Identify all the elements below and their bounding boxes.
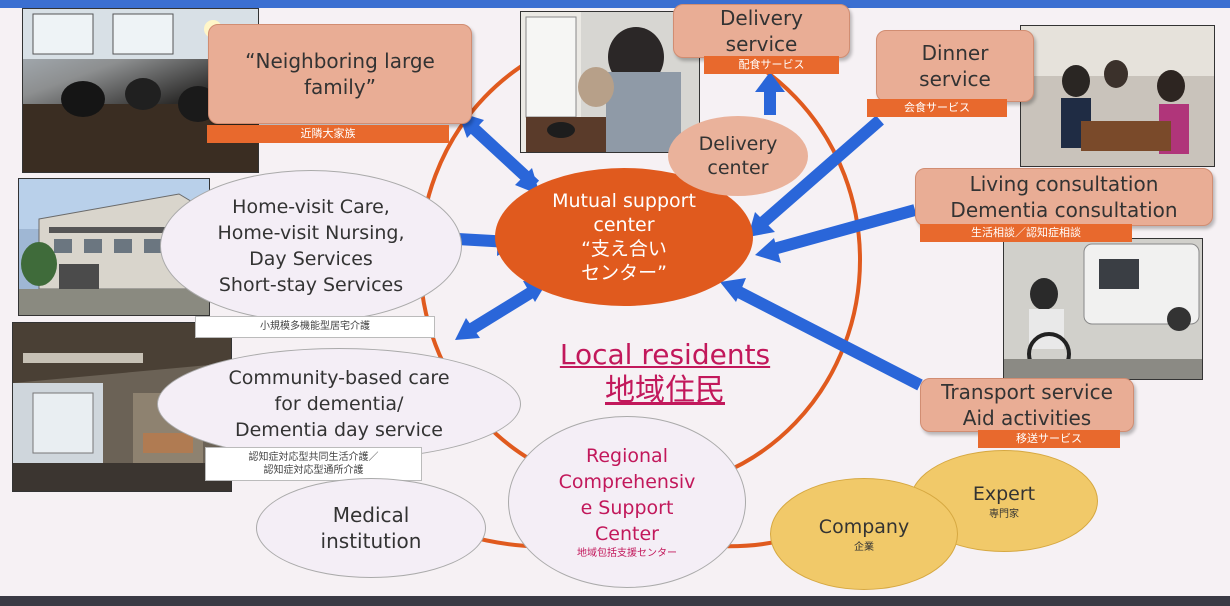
regional-line2: Comprehensiv bbox=[558, 471, 696, 493]
medical-line1: Medical bbox=[332, 503, 410, 527]
photo-delivery-meal bbox=[520, 11, 700, 153]
neighboring-family-box: “Neighboring large family” bbox=[208, 24, 472, 124]
expert-jp: 専門家 bbox=[989, 508, 1019, 520]
arrowhead-delivery bbox=[755, 72, 785, 92]
home-visit-line4: Short-stay Services bbox=[218, 274, 404, 296]
living-consultation-line1: Living consultation bbox=[969, 172, 1159, 196]
dementia-line3: Dementia day service bbox=[234, 419, 444, 441]
dementia-jp-line1: 認知症対応型共同生活介護／ bbox=[248, 452, 379, 463]
transport-service-line2: Aid activities bbox=[962, 406, 1092, 430]
company-circle: Company 企業 bbox=[770, 478, 958, 590]
transport-service-line1: Transport service bbox=[941, 380, 1113, 404]
dementia-jp-line2: 認知症対応型通所介護 bbox=[263, 465, 364, 476]
regional-support-center: Regional Comprehensiv e Support Center 地… bbox=[508, 416, 746, 588]
arrow-dinner bbox=[756, 115, 884, 230]
bottom-bar bbox=[0, 596, 1230, 606]
dinner-service-box: Dinner service bbox=[876, 30, 1034, 102]
regional-jp: 地域包括支援センター bbox=[577, 548, 677, 559]
home-visit-line2: Home-visit Nursing, bbox=[217, 222, 405, 244]
living-consultation-box: Living consultation Dementia consultatio… bbox=[915, 168, 1213, 226]
regional-line1: Regional bbox=[586, 445, 668, 467]
dinner-service-jp: 会食サービス bbox=[867, 99, 1007, 117]
top-accent-bar bbox=[0, 0, 1230, 8]
local-residents-en: Local residents bbox=[559, 338, 771, 371]
home-visit-services: Home-visit Care, Home-visit Nursing, Day… bbox=[160, 170, 462, 322]
dementia-line2: for dementia/ bbox=[274, 393, 404, 415]
company-label: Company bbox=[818, 515, 910, 538]
delivery-service-box: Delivery service bbox=[673, 4, 850, 58]
delivery-service-jp: 配食サービス bbox=[704, 56, 839, 74]
center-line1: Mutual support bbox=[552, 190, 696, 212]
transport-service-box: Transport service Aid activities bbox=[920, 378, 1134, 432]
home-visit-line1: Home-visit Care, bbox=[232, 196, 390, 218]
dementia-jp: 認知症対応型共同生活介護／ 認知症対応型通所介護 bbox=[205, 447, 422, 481]
living-consultation-line2: Dementia consultation bbox=[950, 198, 1178, 222]
neighboring-family-jp: 近隣大家族 bbox=[207, 125, 449, 143]
arrow-transport bbox=[732, 284, 923, 391]
transport-service-jp: 移送サービス bbox=[978, 430, 1120, 448]
expert-label: Expert bbox=[972, 482, 1036, 505]
delivery-center-line2: center bbox=[707, 157, 769, 179]
arrow-neighboring bbox=[465, 120, 540, 190]
dinner-service-label: Dinner service bbox=[919, 41, 991, 91]
neighboring-family-label: “Neighboring large family” bbox=[245, 49, 435, 99]
arrow-dementia bbox=[466, 284, 539, 336]
dementia-line1: Community-based care bbox=[228, 367, 450, 389]
arrowhead-transport bbox=[720, 278, 746, 302]
center-line4: センター” bbox=[581, 262, 667, 284]
mutual-support-center: Mutual support center “支え合い センター” bbox=[495, 168, 753, 306]
photo-transport-van bbox=[1003, 238, 1203, 380]
arrow-living bbox=[768, 204, 917, 256]
delivery-center-line1: Delivery bbox=[698, 133, 778, 155]
regional-line4: Center bbox=[595, 523, 659, 545]
living-consultation-jp: 生活相談／認知症相談 bbox=[920, 224, 1132, 242]
delivery-center: Delivery center bbox=[668, 116, 808, 196]
dementia-care-services: Community-based care for dementia/ Demen… bbox=[157, 348, 521, 460]
home-visit-jp: 小規模多機能型居宅介護 bbox=[195, 316, 435, 338]
home-visit-line3: Day Services bbox=[249, 248, 373, 270]
delivery-service-label: Delivery service bbox=[719, 6, 804, 56]
medical-institution: Medical institution bbox=[256, 478, 486, 578]
photo-dinner-group bbox=[1020, 25, 1215, 167]
arrowhead-dementia-b bbox=[455, 318, 480, 340]
center-line3: “支え合い bbox=[581, 238, 667, 260]
arrowhead-living bbox=[755, 238, 781, 263]
local-residents-label: Local residents 地域住民 bbox=[545, 338, 785, 410]
center-line2: center bbox=[593, 214, 655, 236]
arrowhead-dinner bbox=[748, 212, 775, 237]
regional-line3: e Support bbox=[580, 497, 674, 519]
local-residents-jp: 地域住民 bbox=[605, 373, 725, 408]
company-jp: 企業 bbox=[854, 541, 874, 553]
medical-line2: institution bbox=[320, 529, 422, 553]
